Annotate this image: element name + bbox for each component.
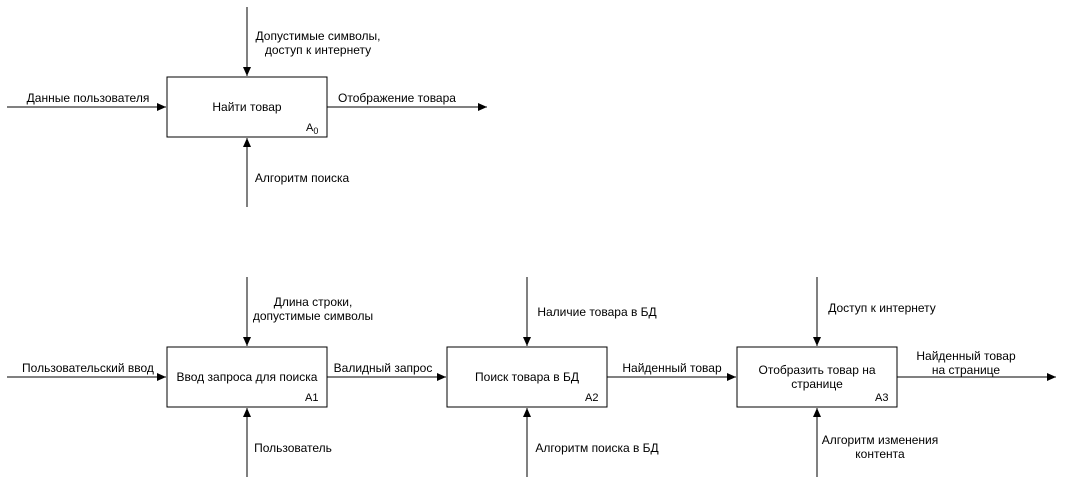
a1-mechanism-label: Пользователь	[254, 441, 332, 455]
bottom-output-label-line1: Найденный товар	[916, 349, 1016, 363]
a0-control-label-line2: доступ к интернету	[265, 43, 371, 57]
a3-mechanism-label-line2: контента	[855, 447, 905, 461]
a0-id: A0	[306, 122, 318, 136]
a2-block: Поиск товара в БД A2 Наличие товара в БД…	[446, 277, 659, 477]
a3-title-line2: странице	[791, 377, 843, 391]
a2-id: A2	[585, 392, 598, 404]
flow-label-a1-a2: Валидный запрос	[334, 361, 433, 375]
a3-block: Отобразить товар на странице A3 Доступ к…	[736, 277, 939, 477]
a0-control-label-line1: Допустимые символы,	[256, 29, 381, 43]
a0-box	[166, 76, 328, 138]
a2-control-label: Наличие товара в БД	[537, 305, 656, 319]
a2-box	[446, 346, 608, 408]
a3-mechanism-label-line1: Алгоритм изменения	[822, 433, 939, 447]
a0-block: Найти товар A0 Допустимые символы, досту…	[7, 7, 487, 207]
a3-id: A3	[875, 392, 888, 404]
a3-control-label: Доступ к интернету	[828, 301, 936, 315]
a2-mechanism-label: Алгоритм поиска в БД	[535, 441, 658, 455]
a1-title: Ввод запроса для поиска	[177, 370, 318, 384]
bottom-output-label-line2: на странице	[932, 363, 1001, 377]
a0-output-label: Отображение товара	[338, 91, 456, 105]
a2-title: Поиск товара в БД	[475, 370, 579, 384]
a1-id: A1	[305, 392, 318, 404]
a3-box	[736, 346, 898, 408]
a0-input-label: Данные пользователя	[27, 91, 150, 105]
a3-title-line1: Отобразить товар на	[759, 363, 876, 377]
a1-control-label-line1: Длина строки,	[274, 295, 353, 309]
a1-control-label-line2: допустимые символы	[253, 309, 373, 323]
bottom-input-label: Пользовательский ввод	[22, 361, 154, 375]
flow-label-a2-a3: Найденный товар	[622, 361, 722, 375]
a0-mechanism-label: Алгоритм поиска	[255, 171, 350, 185]
a0-title: Найти товар	[212, 100, 282, 114]
